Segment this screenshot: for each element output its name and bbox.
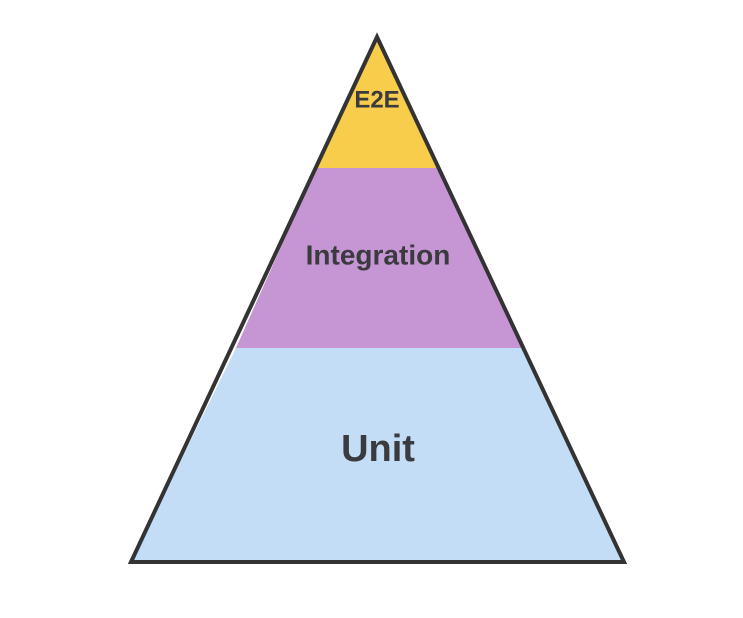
pyramid-outline xyxy=(127,32,628,564)
integration-label: Integration xyxy=(306,239,451,270)
e2e-tier xyxy=(316,37,438,168)
unit-tier xyxy=(131,348,624,562)
unit-label: Unit xyxy=(341,428,415,470)
e2e-label: E2E xyxy=(354,86,399,113)
integration-tier xyxy=(236,168,522,348)
